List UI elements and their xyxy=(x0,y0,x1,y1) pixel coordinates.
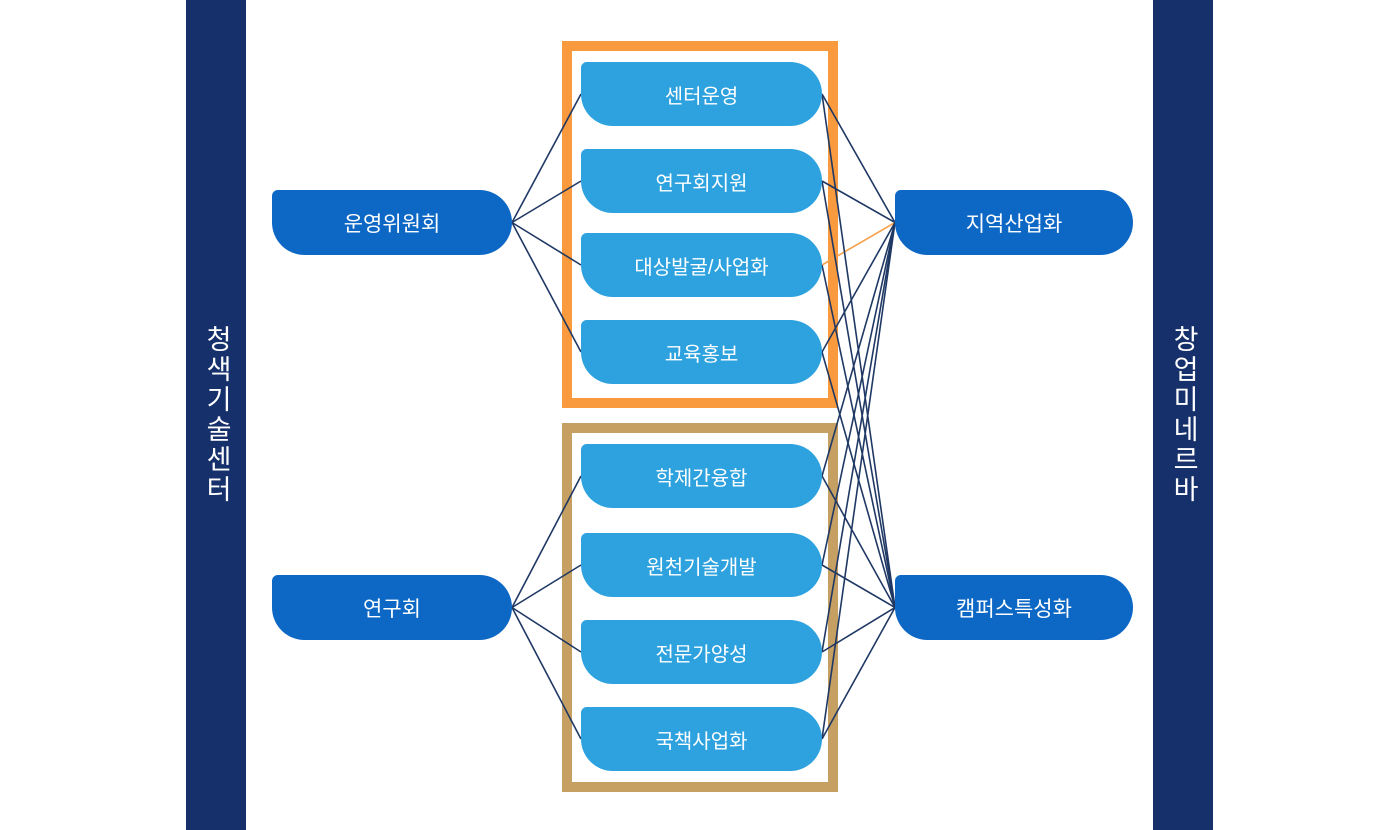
right-sidebar-label: 창업미네르바 xyxy=(1168,325,1199,505)
node-label: 원천기술개발 xyxy=(646,556,757,579)
node-label: 국책사업화 xyxy=(655,730,748,753)
node-label: 캠퍼스특성화 xyxy=(956,597,1072,621)
node-label: 연구회 xyxy=(363,597,421,621)
node-discovery-commercialization: 대상발굴/사업화 xyxy=(581,233,822,297)
node-label: 센터운영 xyxy=(664,85,739,108)
node-research-society: 연구회 xyxy=(272,575,512,640)
node-expert-training: 전문가양성 xyxy=(581,620,822,684)
node-label: 운영위원회 xyxy=(343,212,441,236)
node-campus-specialization: 캠퍼스특성화 xyxy=(895,575,1133,640)
node-core-tech-development: 원천기술개발 xyxy=(581,533,822,597)
node-center-operation: 센터운영 xyxy=(581,62,822,126)
node-regional-industrialization: 지역산업화 xyxy=(895,190,1133,255)
node-op-committee: 운영위원회 xyxy=(272,190,512,255)
node-education-pr: 교육홍보 xyxy=(581,320,822,384)
node-label: 교육홍보 xyxy=(664,343,739,366)
node-interdisciplinary-fusion: 학제간융합 xyxy=(581,444,822,508)
node-label: 연구회지원 xyxy=(655,172,748,195)
left-sidebar-banner: 청색기술센터 xyxy=(186,0,246,830)
right-sidebar-banner: 창업미네르바 xyxy=(1153,0,1213,830)
node-society-support: 연구회지원 xyxy=(581,149,822,213)
node-label: 학제간융합 xyxy=(655,467,748,490)
node-label: 전문가양성 xyxy=(655,643,748,666)
node-label: 지역산업화 xyxy=(965,212,1063,236)
node-label: 대상발굴/사업화 xyxy=(634,256,769,279)
left-sidebar-label: 청색기술센터 xyxy=(201,325,232,505)
node-national-projects: 국책사업화 xyxy=(581,707,822,771)
